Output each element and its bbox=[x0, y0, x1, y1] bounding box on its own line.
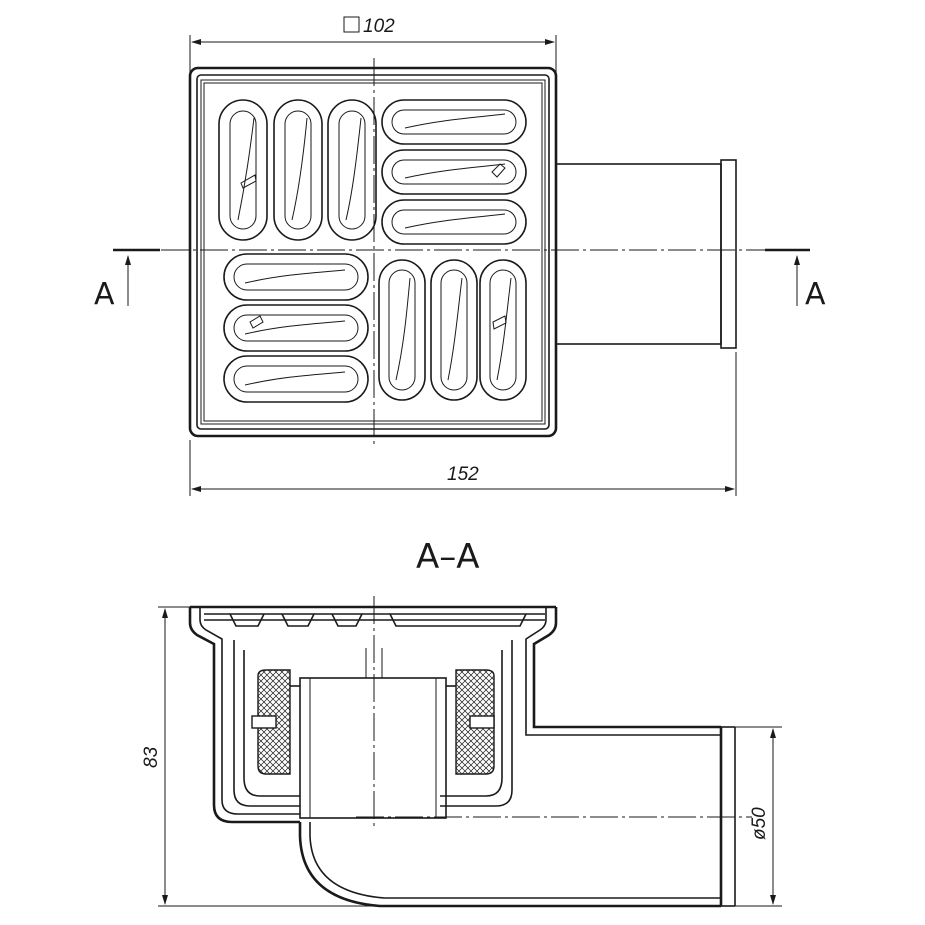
dim-outlet-label: ø50 bbox=[749, 807, 770, 840]
inner-tube bbox=[290, 648, 456, 819]
slots-top-right bbox=[381, 99, 527, 245]
drain-body-shell bbox=[188, 607, 721, 824]
grate-frame bbox=[188, 66, 558, 438]
outlet-pipe-top bbox=[555, 159, 737, 349]
square-symbol-icon bbox=[343, 16, 360, 33]
trap-cup bbox=[233, 640, 513, 807]
seal-ring-right bbox=[455, 669, 495, 775]
slots-top-left bbox=[218, 99, 377, 241]
section-title: A–A bbox=[416, 537, 480, 577]
outlet-elbow bbox=[298, 726, 736, 908]
section-label-left: A bbox=[94, 277, 115, 312]
dimension-total-length: 152 bbox=[189, 352, 737, 496]
slots-bottom-left bbox=[223, 253, 369, 403]
section-label-right: A bbox=[805, 277, 826, 312]
top-view: 102 bbox=[94, 16, 826, 496]
section-view: 83 ø50 bbox=[141, 596, 782, 908]
dimension-outlet-diameter: ø50 bbox=[735, 726, 782, 907]
grate-plate-section bbox=[190, 605, 556, 627]
slots-bottom-right bbox=[378, 259, 527, 401]
dimension-square-width: 102 bbox=[189, 16, 557, 72]
seal-ring-left bbox=[251, 669, 291, 775]
section-marker-right: A bbox=[765, 248, 826, 312]
dim-total-label: 152 bbox=[447, 464, 479, 485]
dim-height-label: 83 bbox=[141, 746, 162, 768]
dim-width-label: 102 bbox=[363, 16, 395, 37]
dimension-height: 83 bbox=[141, 606, 380, 907]
section-marker-left: A bbox=[94, 248, 160, 312]
